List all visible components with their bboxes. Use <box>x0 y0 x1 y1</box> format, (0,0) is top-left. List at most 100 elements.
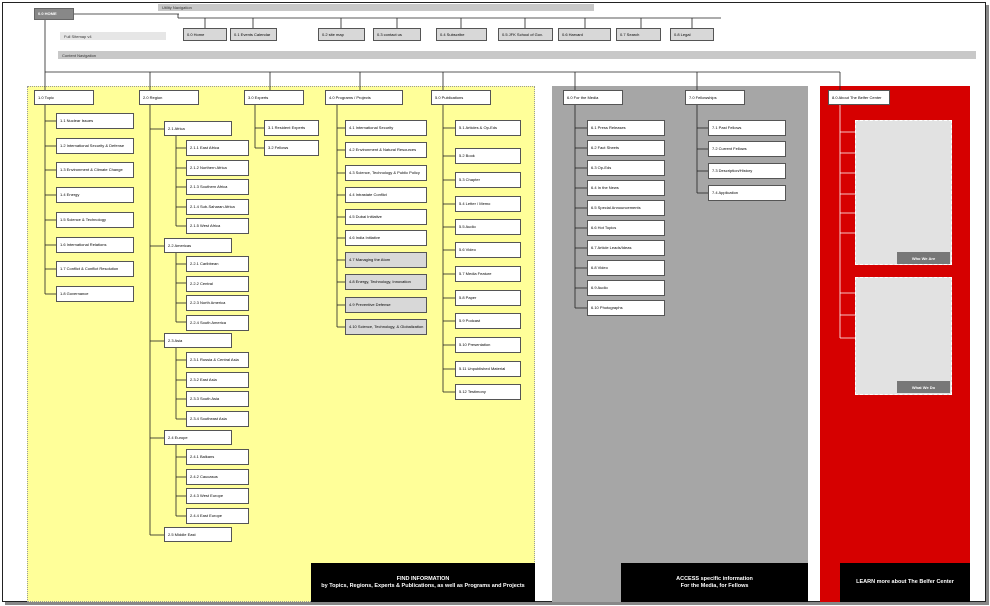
topic-item[interactable]: 1.3 Environment & Climate Change <box>56 162 134 178</box>
topic-item[interactable]: 1.7 Conflict & Conflict Resolution <box>56 261 134 277</box>
publications-item[interactable]: 5.9 Podcast <box>455 313 521 329</box>
find-panel <box>27 86 535 602</box>
programs-item[interactable]: 4.9 Preventive Defense <box>345 297 427 313</box>
programs-item[interactable]: 4.10 Science, Technology, & Globalizatio… <box>345 319 427 335</box>
region-group[interactable]: 2.5 Middle East <box>164 527 232 542</box>
programs-item[interactable]: 4.3 Science, Technology & Public Policy <box>345 165 427 181</box>
programs-item[interactable]: 4.8 Energy, Technology, Innovation <box>345 274 427 290</box>
region-item[interactable]: 2.4.1 Balkans <box>186 449 249 465</box>
what-we-do-label: What We Do <box>897 381 950 393</box>
media-item[interactable]: 6.3 Op-Eds <box>587 160 665 176</box>
utility-item[interactable]: 0.6 Harvard <box>558 28 611 41</box>
node-fellowships[interactable]: 7.0 Fellowships <box>685 90 745 105</box>
node-publications[interactable]: 5.0 Publications <box>431 90 491 105</box>
publications-item[interactable]: 5.4 Letter / Memo <box>455 196 521 212</box>
media-item[interactable]: 6.1 Press Releases <box>587 120 665 136</box>
programs-item[interactable]: 4.7 Managing the Atom <box>345 252 427 268</box>
region-item[interactable]: 2.3.3 South Asia <box>186 391 249 407</box>
media-item[interactable]: 6.5 Special Announcements <box>587 200 665 216</box>
topic-item[interactable]: 1.8 Governance <box>56 286 134 302</box>
who-we-are-label: Who We Are <box>897 252 950 264</box>
node-programs[interactable]: 4.0 Programs / Projects <box>325 90 403 105</box>
publications-item[interactable]: 5.12 Testimony <box>455 384 521 400</box>
media-item[interactable]: 6.2 Fact Sheets <box>587 140 665 156</box>
region-group[interactable]: 2.2 Americas <box>164 238 232 253</box>
find-information-caption: FIND INFORMATION by Topics, Regions, Exp… <box>311 563 535 602</box>
region-item[interactable]: 2.1.1 East Africa <box>186 140 249 156</box>
region-item[interactable]: 2.4.2 Caucasus <box>186 468 249 485</box>
node-topic[interactable]: 1.0 Topic <box>34 90 94 105</box>
fellowships-item[interactable]: 7.3 Description/History <box>708 163 786 179</box>
publications-item[interactable]: 5.6 Video <box>455 242 521 258</box>
publications-item[interactable]: 5.8 Paper <box>455 290 521 306</box>
programs-item[interactable]: 4.5 Dubai Initiative <box>345 209 427 225</box>
media-item[interactable]: 6.8 Video <box>587 260 665 276</box>
utility-item[interactable]: 0.4 Subscribe <box>436 28 487 41</box>
find-title: FIND INFORMATION <box>396 575 450 582</box>
full-sitemap-label: Full Sitemap v4 <box>60 32 166 40</box>
what-we-do-group <box>855 277 952 395</box>
region-item[interactable]: 2.3.1 Russia & Central Asia <box>186 352 249 368</box>
publications-item[interactable]: 5.3 Chapter <box>455 172 521 188</box>
utility-item[interactable]: 0.8 Legal <box>670 28 714 41</box>
node-about[interactable]: 8.0 About The Belfer Center <box>828 90 890 105</box>
region-item[interactable]: 2.4.3 West Europe <box>186 488 249 504</box>
fellowships-item[interactable]: 7.1 Past Fellows <box>708 120 786 136</box>
publications-item[interactable]: 5.1 Articles & Op-Eds <box>455 120 521 136</box>
region-item[interactable]: 2.1.2 Northern Africa <box>186 159 249 176</box>
media-item[interactable]: 6.6 Hot Topics <box>587 220 665 236</box>
region-item[interactable]: 2.1.3 Southern Africa <box>186 179 249 195</box>
region-item[interactable]: 2.2.1 Caribbean <box>186 256 249 272</box>
find-subtitle: by Topics, Regions, Experts & Publicatio… <box>321 582 525 589</box>
content-navigation-bar: Content Navigation <box>58 51 976 59</box>
programs-item[interactable]: 4.4 Intrastate Conflict <box>345 187 427 203</box>
programs-item[interactable]: 4.1 International Security <box>345 120 427 136</box>
utility-item[interactable]: 0.3 contact us <box>373 28 421 41</box>
learn-caption: LEARN more about The Belfer Center <box>840 563 970 602</box>
fellowships-item[interactable]: 7.4 Application <box>708 185 786 201</box>
programs-item[interactable]: 4.2 Environment & Natural Resources <box>345 142 427 158</box>
utility-item[interactable]: 0.0 Home <box>183 28 227 41</box>
region-item[interactable]: 2.3.2 East Asia <box>186 371 249 388</box>
publications-item[interactable]: 5.11 Unpublished Material <box>455 361 521 377</box>
experts-item[interactable]: 3.1 Resident Experts <box>264 120 319 136</box>
fellowships-item[interactable]: 7.2 Current Fellows <box>708 141 786 157</box>
region-group[interactable]: 2.3 Asia <box>164 333 232 348</box>
node-region[interactable]: 2.0 Region <box>139 90 199 105</box>
publications-item[interactable]: 5.10 Presentation <box>455 337 521 353</box>
region-item[interactable]: 2.2.2 Central <box>186 275 249 292</box>
topic-item[interactable]: 1.2 International Security & Defense <box>56 138 134 154</box>
topic-item[interactable]: 1.4 Energy <box>56 187 134 203</box>
node-experts[interactable]: 3.0 Experts <box>244 90 304 105</box>
utility-item[interactable]: 0.7 Search <box>616 28 661 41</box>
region-item[interactable]: 2.3.4 Southeast Asia <box>186 410 249 427</box>
publications-item[interactable]: 5.2 Book <box>455 148 521 164</box>
region-item[interactable]: 2.1.5 West Africa <box>186 218 249 234</box>
region-group[interactable]: 2.4 Europe <box>164 430 232 445</box>
programs-item[interactable]: 4.6 India Initiative <box>345 230 427 246</box>
utility-item[interactable]: 0.2 site map <box>318 28 365 41</box>
publications-item[interactable]: 5.5 Audio <box>455 219 521 235</box>
media-item[interactable]: 6.7 Article Leads/Ideas <box>587 240 665 256</box>
media-item[interactable]: 6.4 In the News <box>587 180 665 196</box>
topic-item[interactable]: 1.1 Nuclear Issues <box>56 113 134 129</box>
topic-item[interactable]: 1.5 Science & Technology <box>56 212 134 228</box>
region-item[interactable]: 2.2.4 South America <box>186 314 249 331</box>
home-node[interactable]: 0.0 HOME <box>34 8 74 20</box>
region-item[interactable]: 2.4.4 East Europe <box>186 507 249 524</box>
media-item[interactable]: 6.10 Photographs <box>587 300 665 316</box>
experts-item[interactable]: 3.2 Fellows <box>264 140 319 156</box>
topic-item[interactable]: 1.6 International Relations <box>56 237 134 253</box>
region-group[interactable]: 2.1 Africa <box>164 121 232 136</box>
access-caption: ACCESS specific information For the Medi… <box>621 563 808 602</box>
node-media[interactable]: 6.0 For the Media <box>563 90 623 105</box>
utility-navigation-bar: Utility Navigation <box>158 4 594 11</box>
region-item[interactable]: 2.2.3 North America <box>186 295 249 311</box>
region-item[interactable]: 2.1.4 Sub-Saharan Africa <box>186 198 249 215</box>
who-we-are-group <box>855 120 952 265</box>
utility-item[interactable]: 0.5 JFK School of Gov. <box>498 28 553 41</box>
utility-item[interactable]: 0.1 Events Calendar <box>230 28 277 41</box>
media-item[interactable]: 6.9 Audio <box>587 280 665 296</box>
publications-item[interactable]: 5.7 Media Feature <box>455 266 521 282</box>
